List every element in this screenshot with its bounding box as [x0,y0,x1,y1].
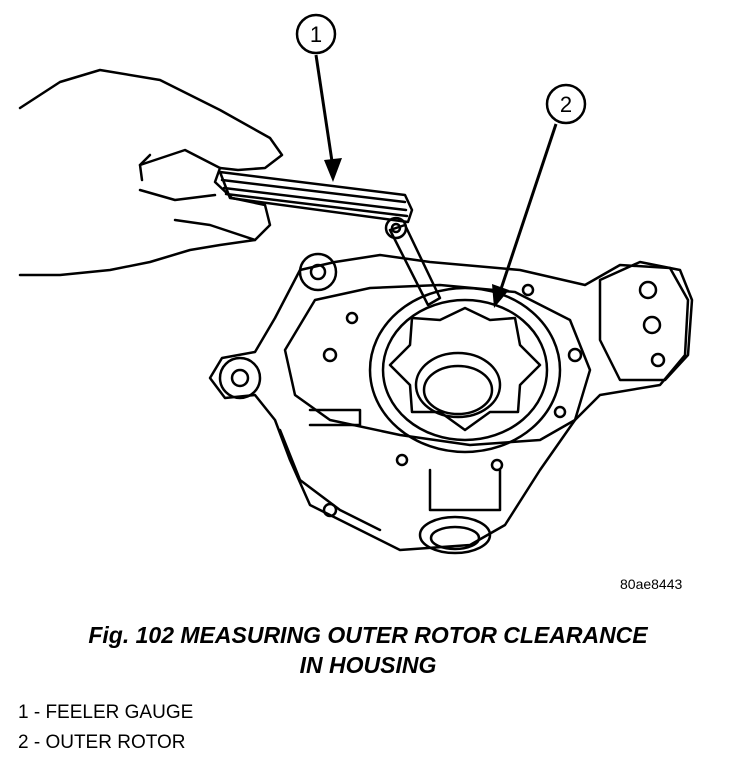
pump-housing [208,253,690,552]
callout-legend: 1 - FEELER GAUGE 2 - OUTER ROTOR [18,698,193,758]
hand [18,68,284,277]
outer-rotor-lobes [388,306,542,432]
callout-2: 2 [492,83,587,308]
legend-item-feeler-gauge: 1 - FEELER GAUGE [18,702,194,723]
callout-2-number: 2 [560,92,572,117]
callout-1-number: 1 [310,22,322,47]
legend-item-outer-rotor: 2 - OUTER ROTOR [18,732,186,753]
oil-pump-illustration: 1 2 [18,13,694,555]
figure-caption: Fig. 102 MEASURING OUTER ROTOR CLEARANCE… [0,620,736,680]
caption-line-2: IN HOUSING [299,652,437,678]
caption-line-1: Fig. 102 MEASURING OUTER ROTOR CLEARANCE [88,622,648,648]
callout-1: 1 [295,13,342,182]
image-reference-id: 80ae8443 [620,576,683,592]
